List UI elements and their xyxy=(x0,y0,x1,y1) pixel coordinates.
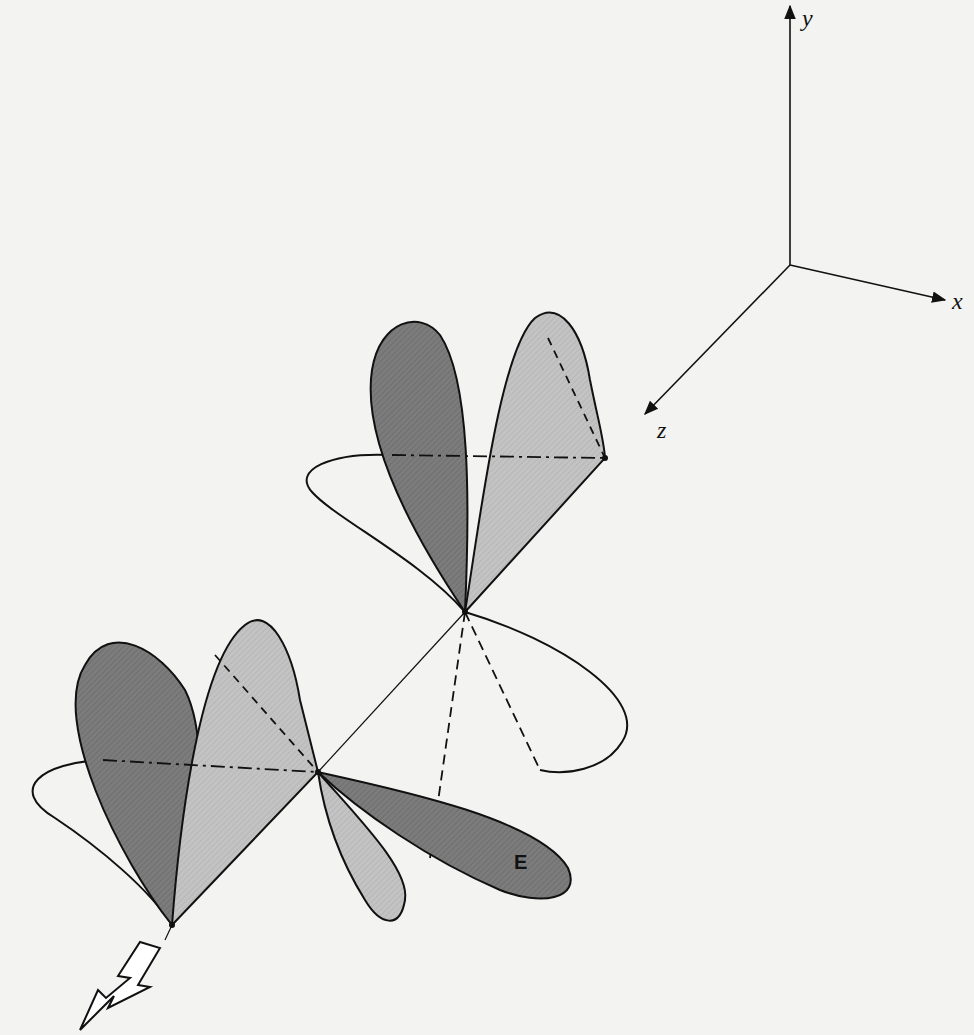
axis-label: y xyxy=(802,6,813,30)
dash-line xyxy=(465,612,540,770)
dash-line xyxy=(215,655,318,772)
axis-label: z xyxy=(657,418,666,442)
z-axis xyxy=(645,265,790,414)
field-lobe xyxy=(172,620,318,925)
vector-label: E xyxy=(514,852,527,872)
propagation-arrow xyxy=(80,942,160,1030)
propagation-axis xyxy=(318,612,465,772)
field-lobe xyxy=(371,322,468,612)
dash-line xyxy=(548,338,605,458)
x-axis xyxy=(790,265,945,300)
dash-line xyxy=(392,455,605,458)
field-lobe xyxy=(318,772,571,899)
dash-line xyxy=(103,760,318,772)
vertex-dots xyxy=(169,455,608,928)
y-axis xyxy=(789,6,791,265)
field-lobe xyxy=(465,313,605,612)
helix-trace xyxy=(465,612,627,772)
axes xyxy=(645,6,945,414)
axis-label: x xyxy=(952,289,963,313)
